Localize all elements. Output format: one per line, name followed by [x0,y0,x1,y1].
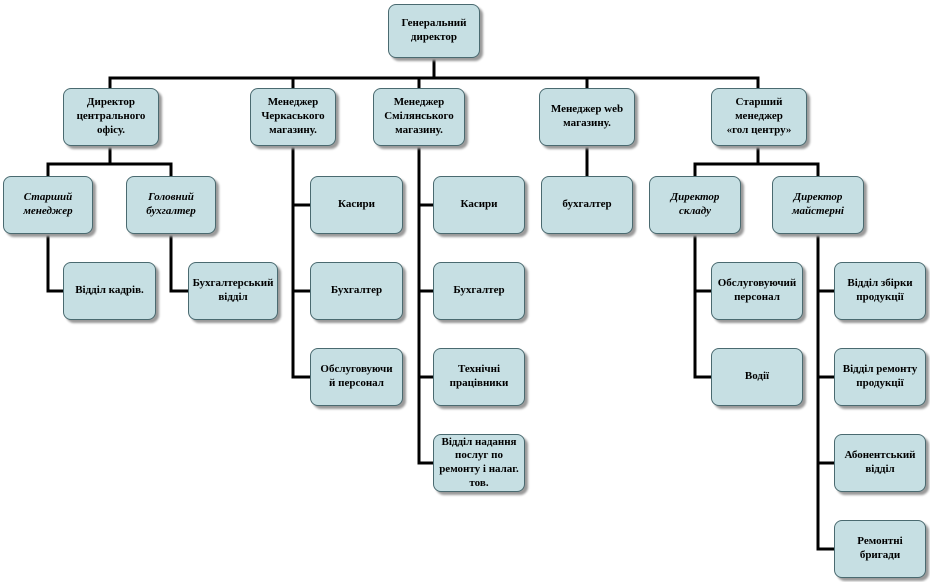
org-node-label: Відділ кадрів. [75,284,144,297]
org-node-label: Старший менеджер «гол центру» [726,96,792,136]
org-node-label: Абонентський відділ [844,449,916,475]
org-node-smila-accountant: Бухгалтер [433,262,525,320]
org-node-label: Відділ збірки продукції [847,277,913,303]
org-node-repair-crews: Ремонтні бригади [834,520,926,578]
org-node-repair-dept: Відділ ремонту продукції [834,348,926,406]
org-node-label: Обслуговуючи й персонал [320,363,393,389]
org-node-mgr-service: Старший менеджер «гол центру» [711,88,807,146]
org-node-label: Ремонтні бригади [857,535,903,561]
org-node-label: Касири [460,198,498,211]
org-node-ceo: Генеральний директор [388,4,480,58]
org-node-label: Відділ ремонту продукції [842,363,918,389]
org-node-label: Бухгалтер [453,284,505,297]
org-node-chief-accountant: Головний бухгалтер [126,176,216,234]
org-node-drivers: Водії [711,348,803,406]
org-node-cherkasy-cashiers: Касири [310,176,403,234]
org-node-label: Директор складу [670,191,720,217]
org-node-mgr-web: Менеджер web магазину. [539,88,635,146]
org-node-label: Бухгалтер [330,284,383,297]
org-node-accounting-dept: Бухгалтерський відділ [188,262,278,320]
org-node-cherkasy-staff: Обслуговуючи й персонал [310,348,403,406]
org-node-label: Бухгалтерський відділ [192,277,274,303]
org-node-label: Технічні працівники [449,363,509,389]
org-node-subscriber-dept: Абонентський відділ [834,434,926,492]
org-node-label: Директор центрального офісу. [76,96,146,136]
org-node-label: Менеджер Черкаського магазину. [261,96,325,136]
org-node-assembly-dept: Відділ збірки продукції [834,262,926,320]
org-node-workshop-dir: Директор майстерні [772,176,864,234]
org-node-dir-central: Директор центрального офісу. [63,88,159,146]
org-node-hr-dept: Відділ кадрів. [63,262,156,320]
org-node-label: Менеджер web магазину. [550,103,624,129]
org-node-mgr-smila: Менеджер Смілянського магазину. [373,88,465,146]
org-node-smila-repair: Відділ надання послуг по ремонту і налаг… [433,434,525,492]
org-node-label: Касири [337,198,375,211]
org-node-label: Головний бухгалтер [146,191,196,217]
org-node-label: Генеральний директор [401,17,467,43]
org-node-warehouse-dir: Директор складу [649,176,741,234]
org-node-label: Менеджер Смілянського магазину. [384,96,454,136]
org-node-label: Водії [744,370,770,383]
org-node-label: Директор майстерні [792,191,844,217]
org-node-mgr-cherkasy: Менеджер Черкаського магазину. [250,88,336,146]
org-node-cherkasy-accountant: Бухгалтер [310,262,403,320]
org-node-smila-tech: Технічні працівники [433,348,525,406]
org-node-warehouse-staff: Обслуговуючий персонал [711,262,803,320]
org-node-label: Обслуговуючий персонал [717,277,797,303]
org-node-smila-cashiers: Касири [433,176,525,234]
org-node-web-accountant: бухгалтер [541,176,633,234]
org-node-label: Відділ надання послуг по ремонту і налаг… [439,435,519,489]
org-node-label: Старший менеджер [23,191,73,217]
org-node-senior-manager: Старший менеджер [3,176,93,234]
org-node-label: бухгалтер [562,198,612,211]
